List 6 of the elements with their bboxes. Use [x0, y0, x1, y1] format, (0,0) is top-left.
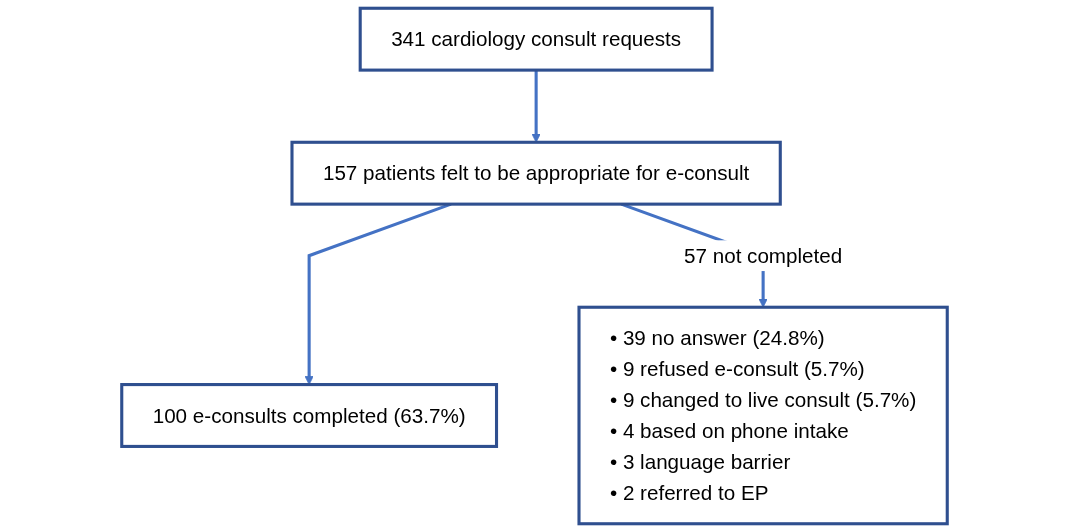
- node-box: 100 e-consults completed (63.7%): [120, 383, 499, 448]
- edge-label: 57 not completed: [684, 244, 843, 268]
- node-box: 157 patients felt to be appropriate for e-consult: [290, 140, 782, 206]
- node-box: • 39 no answer (24.8%) • 9 refused e-consult (5.7%) • 9 changed to live consult (5.7%) • 4 based on phone intake • 3 language barrier • 2 referred to EP: [577, 305, 949, 526]
- arrow: [531, 70, 541, 143]
- node-box: 341 cardiology consult requests: [358, 6, 714, 72]
